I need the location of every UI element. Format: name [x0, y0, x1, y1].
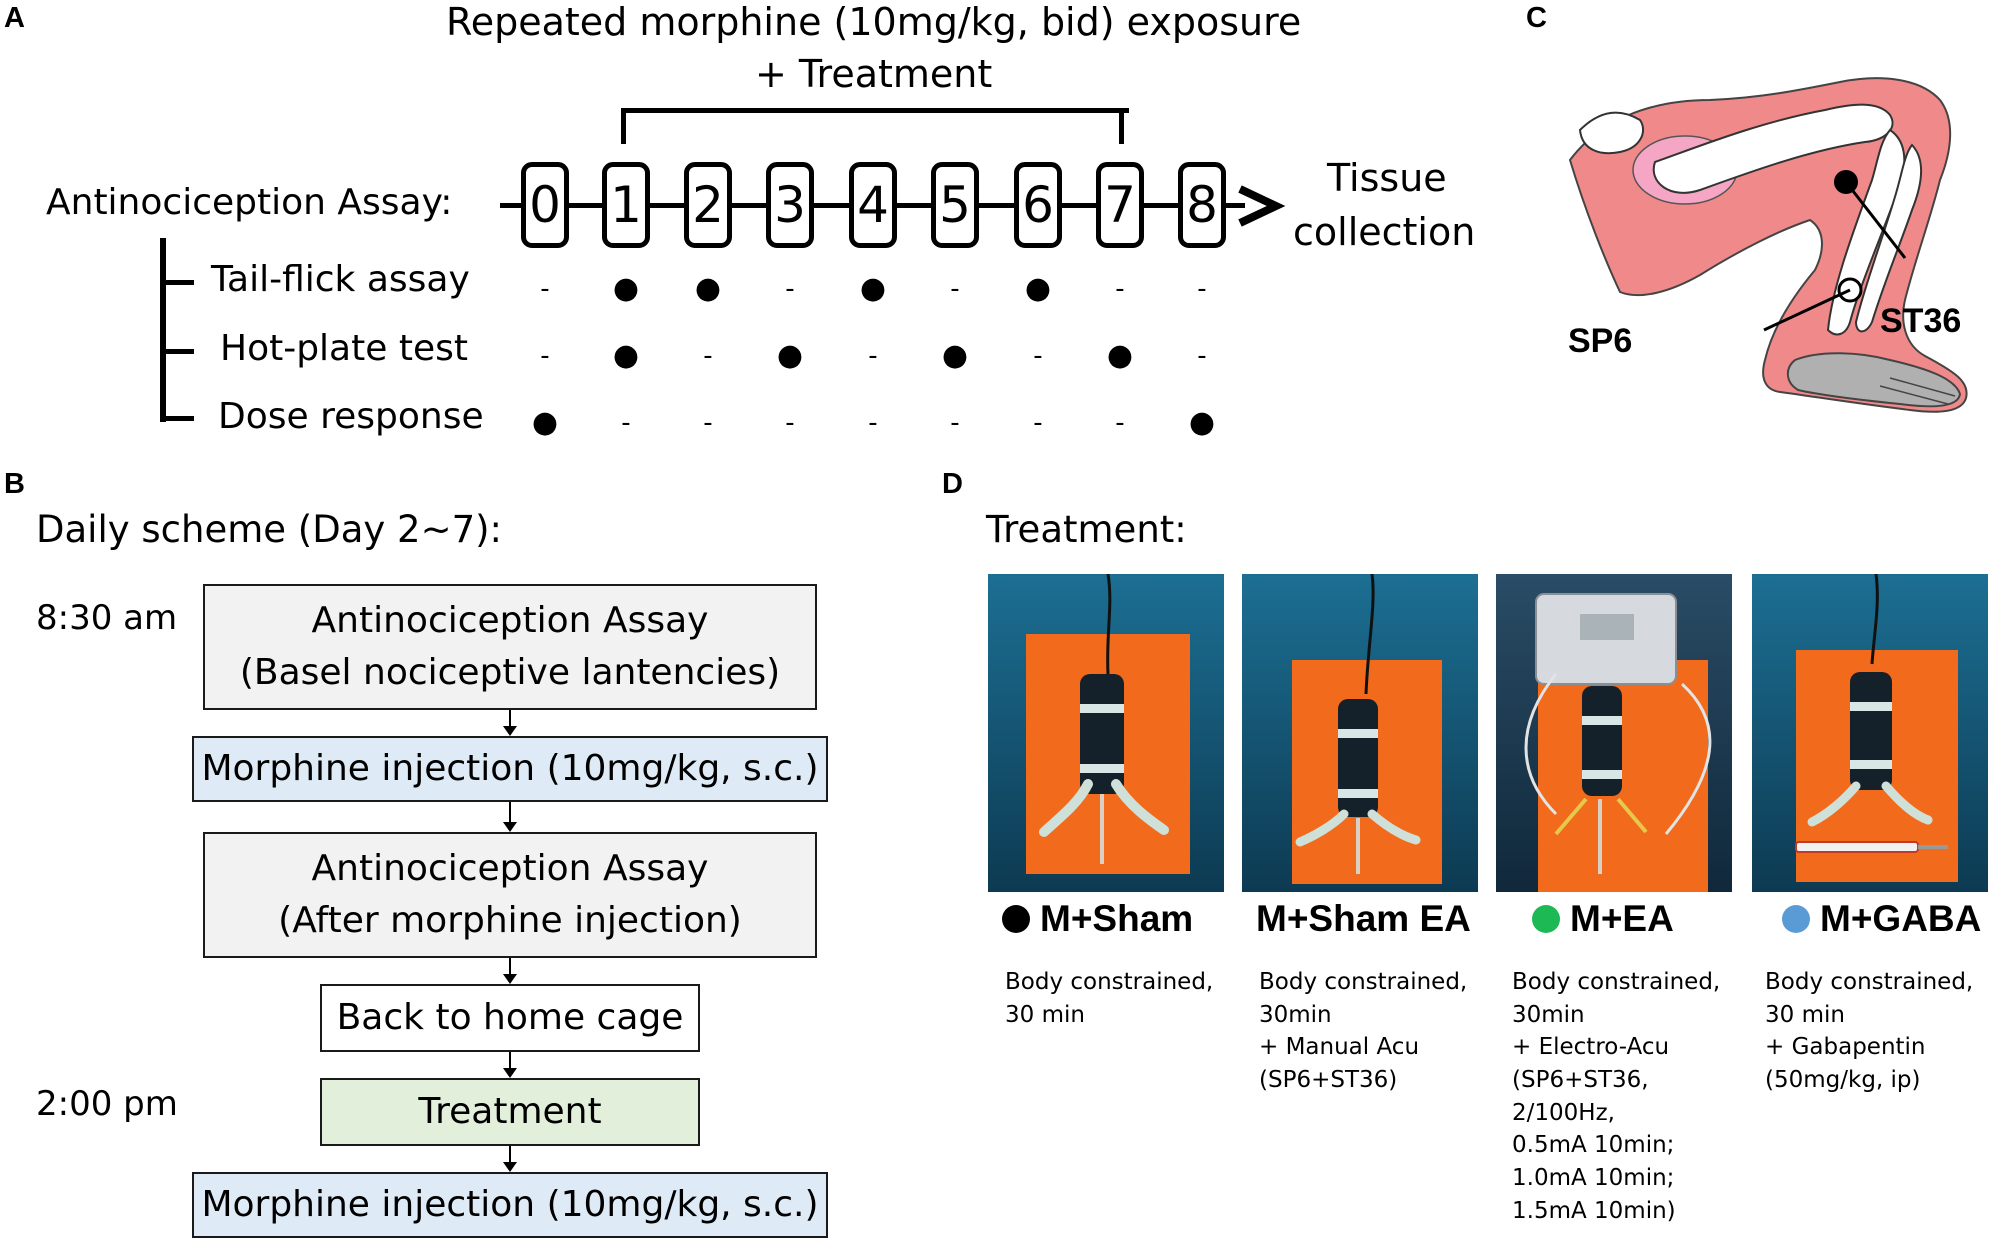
day-box: 4 — [849, 162, 897, 248]
panel-label-b: B — [4, 468, 25, 500]
group-dot-icon — [1532, 905, 1560, 933]
photo-m-sham — [988, 574, 1224, 892]
schedule-mark: - — [703, 408, 713, 438]
flow-arrow — [503, 802, 517, 832]
time-morning: 8:30 am — [36, 598, 178, 638]
schedule-mark: - — [785, 408, 795, 438]
day-box: 8 — [1178, 162, 1226, 248]
flow-arrow — [503, 958, 517, 984]
schedule-mark: ● — [941, 338, 969, 373]
panel-label-a: A — [4, 2, 25, 34]
tissue-collection-line1: Tissue — [1327, 156, 1447, 200]
group-m-sham: M+Sham — [1002, 898, 1193, 940]
photo-m-sham-ea — [1242, 574, 1478, 892]
schedule-mark: ● — [612, 271, 640, 306]
tissue-collection-line2: collection — [1293, 210, 1476, 254]
schedule-mark: ● — [1024, 271, 1052, 306]
step-morphine-injection-1: Morphine injection (10mg/kg, s.c.) — [192, 736, 828, 802]
schedule-mark: - — [950, 408, 960, 438]
schedule-mark: - — [540, 341, 550, 371]
schedule-mark: - — [621, 408, 631, 438]
schedule-mark: - — [868, 408, 878, 438]
schedule-mark: - — [1197, 274, 1207, 304]
acupoint-sp6-label: SP6 — [1568, 322, 1633, 360]
step-baseline-assay: Antinociception Assay(Basel nociceptive … — [203, 584, 817, 710]
schedule-mark: - — [1115, 408, 1125, 438]
schedule-mark: - — [785, 274, 795, 304]
row-label-tail-flick: Tail-flick assay — [211, 259, 470, 300]
group-m-gaba: M+GABA — [1782, 898, 1981, 940]
schedule-mark: - — [868, 341, 878, 371]
step-morphine-injection-2: Morphine injection (10mg/kg, s.c.) — [192, 1172, 828, 1238]
flow-arrow — [503, 710, 517, 736]
timeline-arrowhead — [1238, 185, 1286, 227]
schedule-mark: - — [1033, 408, 1043, 438]
schedule-mark: - — [1033, 341, 1043, 371]
schedule-mark: - — [950, 274, 960, 304]
protocol-title-line2: + Treatment — [755, 52, 993, 96]
step-back-to-home-cage: Back to home cage — [320, 984, 700, 1052]
schedule-mark: ● — [612, 338, 640, 373]
schedule-mark: ● — [859, 271, 887, 306]
protocol-title-line1: Repeated morphine (10mg/kg, bid) exposur… — [446, 0, 1302, 44]
day-box: 5 — [931, 162, 979, 248]
schedule-mark: ● — [1106, 338, 1134, 373]
schedule-mark: ● — [694, 271, 722, 306]
panel-label-d: D — [942, 468, 963, 500]
desc-m-gaba: Body constrained,30 min + Gabapentin(50m… — [1765, 969, 1974, 1093]
photo-m-ea — [1496, 574, 1732, 892]
day-box: 0 — [521, 162, 569, 248]
step-post-injection-assay: Antinociception Assay(After morphine inj… — [203, 832, 817, 958]
schedule-mark: - — [1197, 341, 1207, 371]
assay-label: Antinociception Assay: — [46, 182, 453, 223]
day-box: 3 — [766, 162, 814, 248]
schedule-mark: - — [540, 274, 550, 304]
step-treatment: Treatment — [320, 1078, 700, 1146]
schedule-mark: ● — [776, 338, 804, 373]
day-box: 2 — [684, 162, 732, 248]
time-afternoon: 2:00 pm — [36, 1084, 178, 1124]
schedule-mark: - — [703, 341, 713, 371]
schedule-mark: - — [1115, 274, 1125, 304]
schedule-mark: ● — [1188, 405, 1216, 440]
group-dot-icon — [1782, 905, 1810, 933]
acupoint-st36-label: ST36 — [1880, 302, 1962, 340]
day-box: 1 — [602, 162, 650, 248]
desc-m-sham-ea: Body constrained,30min + Manual Acu(SP6+… — [1259, 969, 1468, 1093]
daily-scheme-title: Daily scheme (Day 2~7): — [36, 508, 503, 551]
rat-hindlimb-illustration — [1568, 77, 1968, 413]
panel-label-c: C — [1526, 2, 1547, 34]
day-box: 6 — [1014, 162, 1062, 248]
flow-arrow — [503, 1052, 517, 1078]
desc-m-ea: Body constrained,30min + Electro-Acu(SP6… — [1512, 969, 1721, 1224]
group-dot-icon — [1002, 905, 1030, 933]
group-m-ea: M+EA — [1532, 898, 1674, 940]
day-box: 7 — [1096, 162, 1144, 248]
treatment-title: Treatment: — [986, 508, 1187, 551]
desc-m-sham: Body constrained,30 min — [1005, 969, 1214, 1028]
schedule-mark: ● — [531, 405, 559, 440]
row-label-dose-response: Dose response — [218, 396, 484, 437]
row-label-hot-plate: Hot-plate test — [220, 328, 468, 369]
flow-arrow — [503, 1146, 517, 1172]
photo-m-gaba — [1752, 574, 1988, 892]
group-m-sham-ea: M+Sham EA — [1256, 898, 1471, 939]
